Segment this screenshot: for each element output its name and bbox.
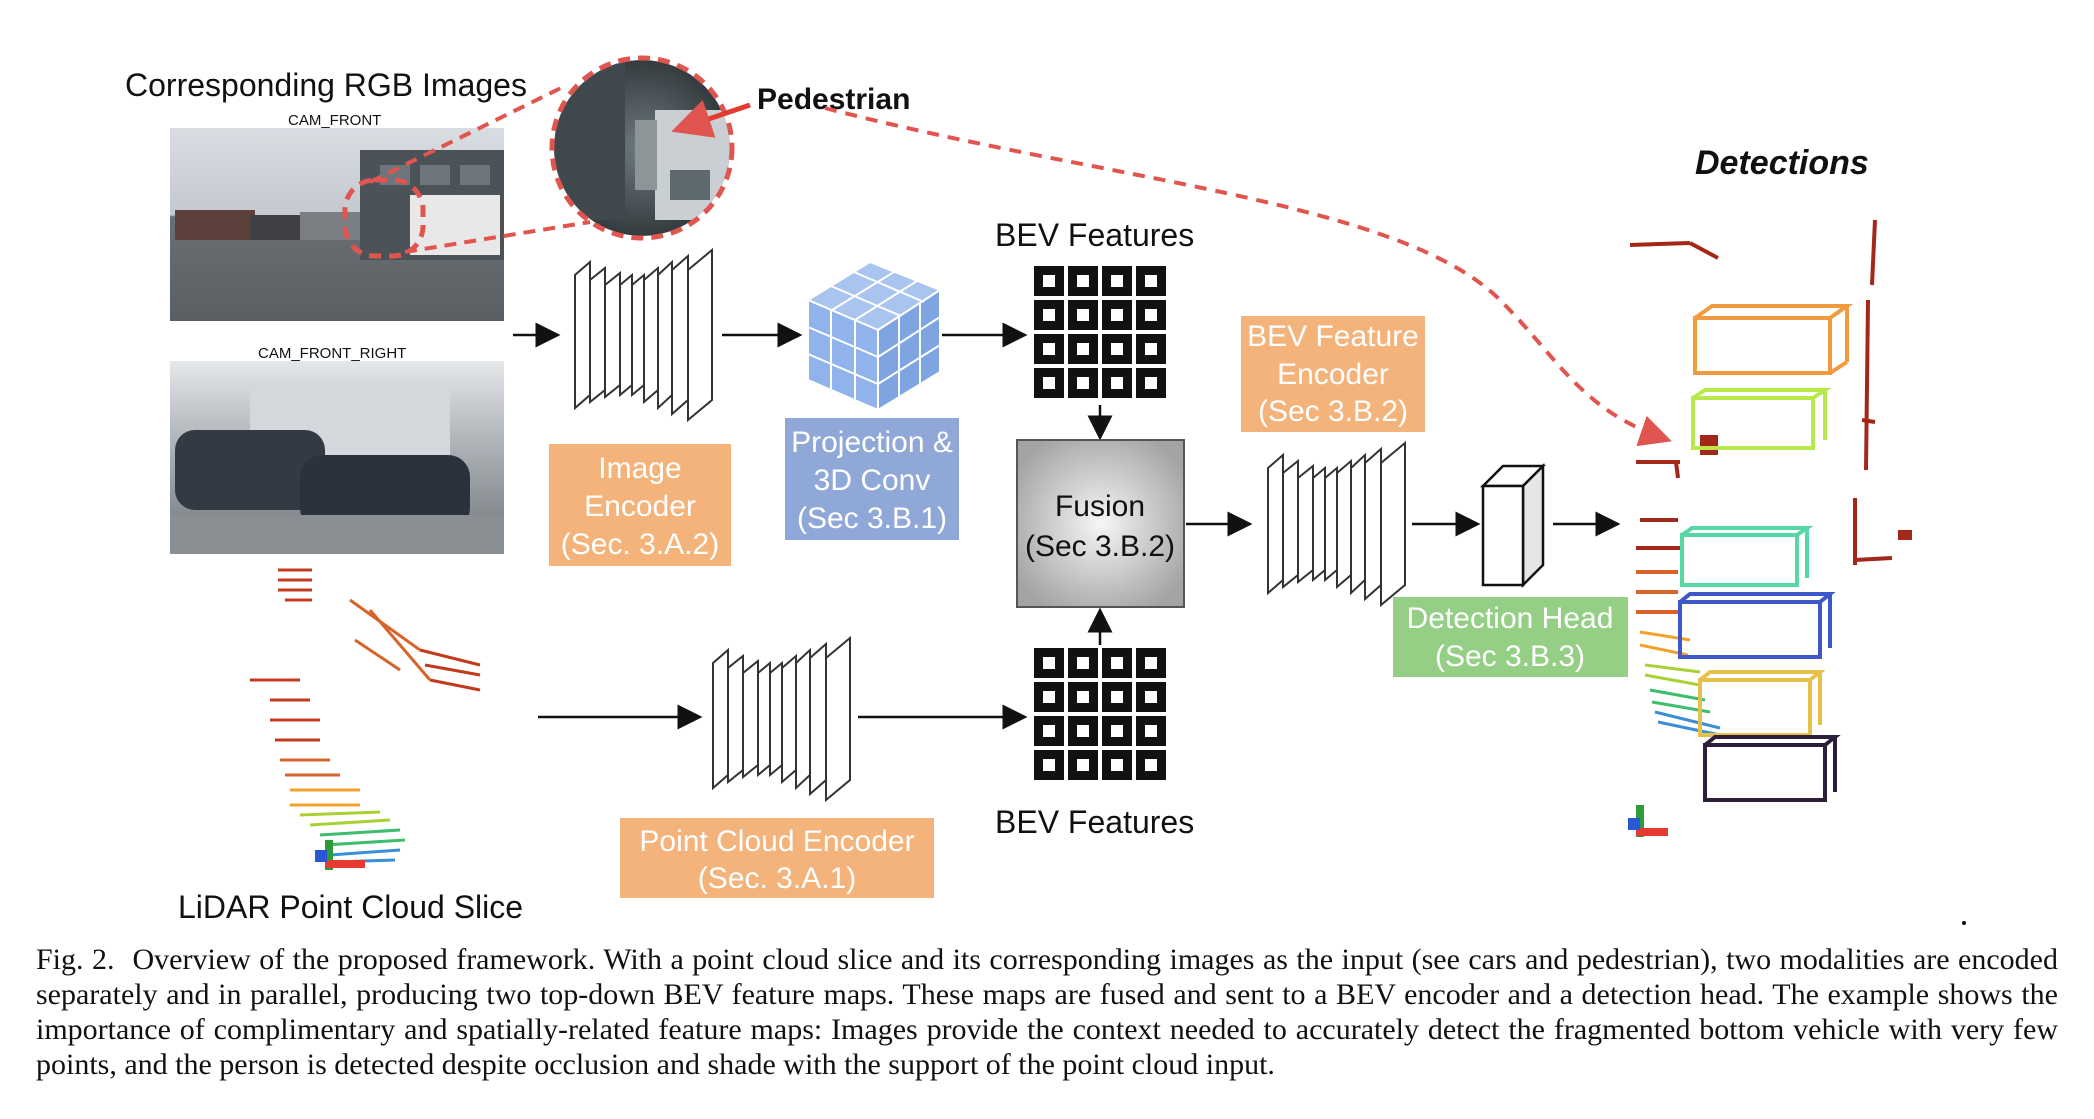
bev-cell-hole xyxy=(1077,759,1089,771)
projection-cube-icon xyxy=(805,260,943,412)
bev-encoder-label-box: BEV Feature Encoder (Sec 3.B.2) xyxy=(1241,316,1425,432)
bev-cell-hole xyxy=(1111,309,1123,321)
point-cloud-encoder-label-box: Point Cloud Encoder (Sec. 3.A.1) xyxy=(620,818,934,898)
svg-text:Point Cloud Encoder: Point Cloud Encoder xyxy=(639,825,914,858)
svg-text:(Sec. 3.A.2): (Sec. 3.A.2) xyxy=(561,528,719,561)
bev-cell-hole xyxy=(1145,691,1157,703)
bev-features-bottom-label: BEV Features xyxy=(995,804,1194,840)
image-encoder-label-box: Image Encoder (Sec. 3.A.2) xyxy=(549,444,731,566)
svg-text:(Sec 3.B.1): (Sec 3.B.1) xyxy=(797,502,947,535)
svg-text:3D Conv: 3D Conv xyxy=(814,464,931,497)
figure-number: Fig. 2. xyxy=(36,943,115,976)
bev-cell-hole xyxy=(1077,691,1089,703)
pedestrian-correspondence-curve xyxy=(824,106,1672,447)
bev-cell-hole xyxy=(1043,657,1055,669)
fusion-section: (Sec 3.B.2) xyxy=(1025,530,1175,563)
cam-front-label: CAM_FRONT xyxy=(288,112,381,129)
bev-cell-hole xyxy=(1145,275,1157,287)
bev-cell-hole xyxy=(1145,309,1157,321)
detection-head-label-box: Detection Head (Sec 3.B.3) xyxy=(1393,597,1628,677)
bev-cell-hole xyxy=(1145,759,1157,771)
figure-caption: Fig. 2.Overview of the proposed framewor… xyxy=(36,942,2058,1082)
rgb-images-label: Corresponding RGB Images xyxy=(125,67,527,103)
point-cloud-encoder-layers xyxy=(712,635,851,803)
svg-text:(Sec 3.B.3): (Sec 3.B.3) xyxy=(1435,640,1585,673)
bev-cell-hole xyxy=(1043,275,1055,287)
fusion-title: Fusion xyxy=(1055,490,1145,523)
bev-cell-hole xyxy=(1077,657,1089,669)
bev-cell-hole xyxy=(1111,657,1123,669)
bev-cell-hole xyxy=(1111,343,1123,355)
svg-text:Encoder: Encoder xyxy=(1277,358,1389,391)
bev-cell-hole xyxy=(1043,725,1055,737)
svg-text:Detection Head: Detection Head xyxy=(1407,602,1614,635)
bev-feature-encoder-layers xyxy=(1267,440,1406,608)
bev-cell-hole xyxy=(1145,657,1157,669)
svg-text:BEV Feature: BEV Feature xyxy=(1247,320,1419,353)
bev-features-top-grid xyxy=(1034,266,1166,398)
cam-front-image xyxy=(170,128,504,321)
bev-cell-hole xyxy=(1077,343,1089,355)
bev-cell-hole xyxy=(1111,725,1123,737)
bev-cell-hole xyxy=(1111,691,1123,703)
bev-features-bottom-grid xyxy=(1034,648,1166,780)
detections-title: Detections xyxy=(1695,144,1869,182)
bev-cell-hole xyxy=(1077,377,1089,389)
bev-features-top-label: BEV Features xyxy=(995,217,1194,253)
bev-cell-hole xyxy=(1043,309,1055,321)
svg-text:(Sec. 3.A.1): (Sec. 3.A.1) xyxy=(698,862,856,895)
image-encoder-layers xyxy=(574,247,713,423)
bev-cell-hole xyxy=(1111,759,1123,771)
bev-cell-hole xyxy=(1145,343,1157,355)
pedestrian-zoom-circle xyxy=(549,55,735,241)
bev-cell-hole xyxy=(1145,377,1157,389)
projection-label-box: Projection & 3D Conv (Sec 3.B.1) xyxy=(785,418,959,540)
svg-text:Encoder: Encoder xyxy=(584,490,696,523)
pedestrian-zoom-region xyxy=(342,177,426,259)
lidar-label: LiDAR Point Cloud Slice xyxy=(178,889,523,925)
bev-cell-hole xyxy=(1111,275,1123,287)
bev-cell-hole xyxy=(1145,725,1157,737)
framework-diagram: Corresponding RGB Images CAM_FRONT Pedes… xyxy=(125,55,1966,925)
bev-cell-hole xyxy=(1077,309,1089,321)
bev-cell-hole xyxy=(1043,759,1055,771)
bev-cell-hole xyxy=(1111,377,1123,389)
bev-cell-hole xyxy=(1077,725,1089,737)
bev-cell-hole xyxy=(1077,275,1089,287)
cam-front-right-label: CAM_FRONT_RIGHT xyxy=(258,345,406,362)
bev-cell-hole xyxy=(1043,691,1055,703)
lidar-point-cloud xyxy=(250,568,481,870)
svg-text:(Sec 3.B.2): (Sec 3.B.2) xyxy=(1258,395,1408,428)
bev-cell-hole xyxy=(1043,377,1055,389)
caption-text: Overview of the proposed framework. With… xyxy=(36,943,2059,1081)
svg-text:Image: Image xyxy=(598,452,681,485)
detection-head-block xyxy=(1479,462,1547,589)
bev-cell-hole xyxy=(1043,343,1055,355)
detections-visualization xyxy=(1628,219,1912,837)
svg-text:Projection &: Projection & xyxy=(791,426,953,459)
cam-front-right-image xyxy=(170,361,504,554)
fusion-block xyxy=(1016,439,1185,608)
